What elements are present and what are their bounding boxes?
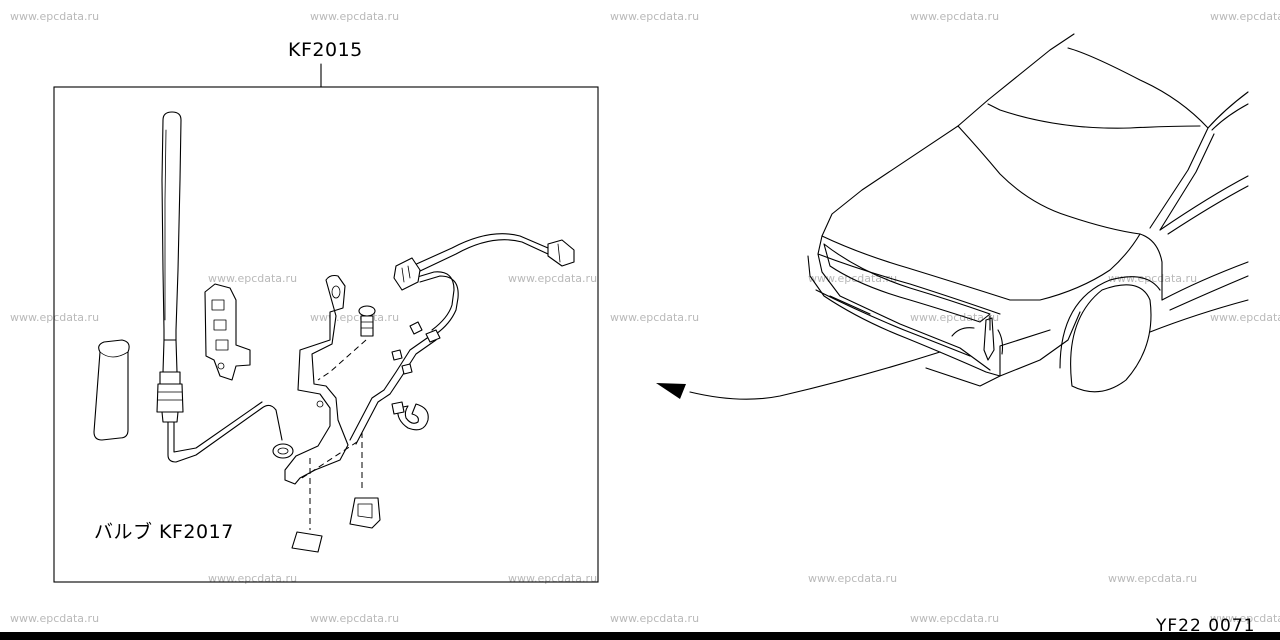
parts-frame — [53, 86, 599, 583]
antenna-cable — [167, 401, 283, 463]
watermark-text: www.epcdata.ru — [1108, 272, 1197, 285]
watermark-text: www.epcdata.ru — [310, 10, 399, 23]
watermark-text: www.epcdata.ru — [10, 612, 99, 625]
clip-icon[interactable] — [349, 497, 381, 529]
arrow-head-icon — [656, 383, 686, 399]
hinge-bracket-icon[interactable] — [204, 283, 251, 381]
bulb-part-label[interactable]: バルブ KF2017 — [94, 520, 234, 543]
clamp-icon[interactable] — [391, 401, 429, 431]
figure-code: YF22 0071 — [1155, 616, 1255, 636]
antenna-mast-icon[interactable] — [156, 111, 184, 423]
assembly-line-4 — [301, 439, 361, 479]
watermark-text: www.epcdata.ru — [10, 10, 99, 23]
vehicle-outline-icon — [807, 33, 1249, 393]
watermark-text: www.epcdata.ru — [910, 612, 999, 625]
antenna-cap-icon[interactable] — [93, 339, 130, 441]
watermark-text: www.epcdata.ru — [910, 10, 999, 23]
bolt-icon[interactable] — [358, 305, 376, 337]
watermark-text: www.epcdata.ru — [508, 572, 597, 585]
wire-harness-icon[interactable] — [349, 233, 549, 445]
watermark-text: www.epcdata.ru — [310, 311, 399, 324]
connector-right-icon[interactable] — [547, 239, 575, 267]
watermark-text: www.epcdata.ru — [1210, 311, 1280, 324]
spacer-icon[interactable] — [291, 531, 323, 553]
watermark-text: www.epcdata.ru — [508, 272, 597, 285]
watermark-text: www.epcdata.ru — [610, 10, 699, 23]
part-code-label[interactable]: KF2015 — [288, 39, 363, 61]
watermark-text: www.epcdata.ru — [208, 572, 297, 585]
watermark-text: www.epcdata.ru — [610, 311, 699, 324]
watermark-text: www.epcdata.ru — [610, 612, 699, 625]
reference-arrow — [689, 351, 941, 400]
mounting-bracket-icon[interactable] — [272, 274, 349, 485]
watermark-text: www.epcdata.ru — [1210, 10, 1280, 23]
watermark-text: www.epcdata.ru — [1108, 572, 1197, 585]
bottom-bar — [0, 632, 1280, 640]
watermark-text: www.epcdata.ru — [310, 612, 399, 625]
wire-terminals-icon[interactable] — [391, 321, 441, 375]
watermark-text: www.epcdata.ru — [1210, 612, 1280, 625]
connector-left-icon[interactable] — [393, 257, 421, 291]
watermark-text: www.epcdata.ru — [208, 272, 297, 285]
watermark-text: www.epcdata.ru — [808, 572, 897, 585]
